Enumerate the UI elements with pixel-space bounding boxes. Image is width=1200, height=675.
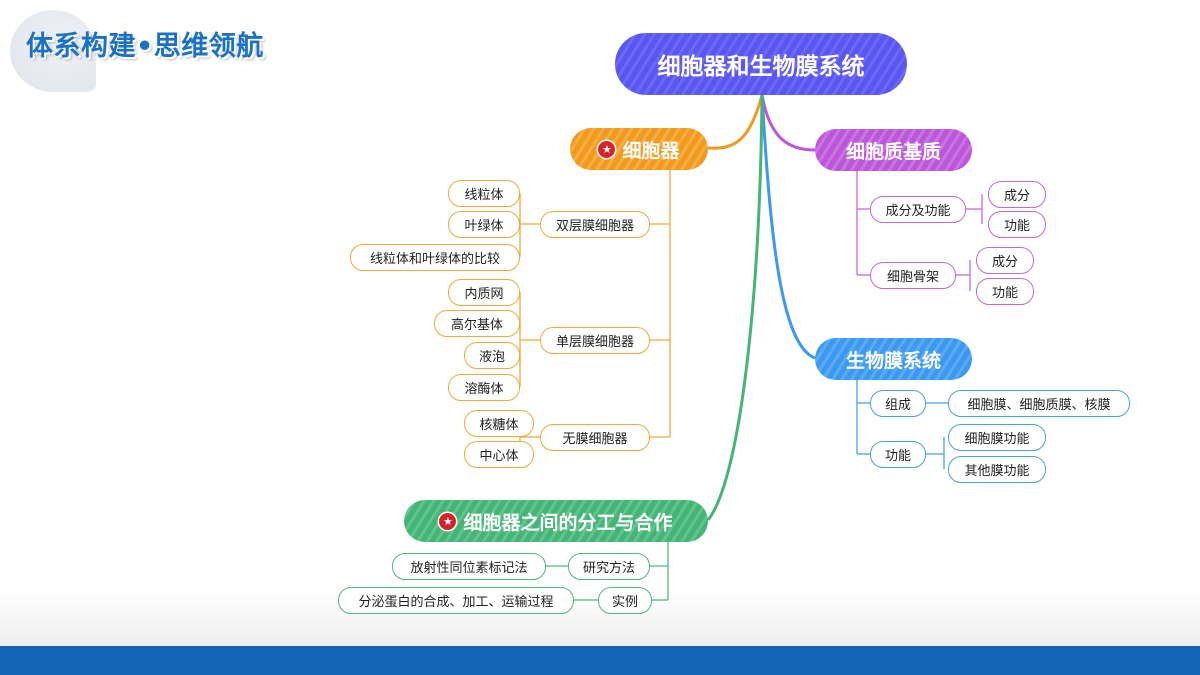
node-membrane-composition[interactable]: 组成 [870, 390, 926, 417]
node-double-membrane[interactable]: 双层膜细胞器 [540, 211, 650, 238]
leaf-isotope-labeling[interactable]: 放射性同位素标记法 [392, 553, 546, 580]
leaf-matrix-function[interactable]: 功能 [988, 211, 1046, 238]
leaf-mitochondria[interactable]: 线粒体 [448, 180, 520, 207]
leaf-skeleton-function[interactable]: 功能 [976, 278, 1034, 305]
node-cytoskeleton[interactable]: 细胞骨架 [870, 262, 956, 289]
star-badge-icon: ★ [598, 140, 616, 158]
leaf-vacuole[interactable]: 液泡 [464, 342, 520, 369]
root-node[interactable]: 细胞器和生物膜系统 [615, 33, 907, 95]
page-title: 体系构建•思维领航 [26, 31, 264, 62]
node-organelles[interactable]: ★ 细胞器 [570, 128, 708, 170]
corner-decoration [10, 10, 96, 92]
node-example[interactable]: 实例 [598, 587, 652, 614]
leaf-skeleton-composition[interactable]: 成分 [976, 247, 1034, 274]
leaf-centrosome[interactable]: 中心体 [464, 441, 534, 468]
leaf-cell-membrane-function[interactable]: 细胞膜功能 [948, 424, 1046, 451]
leaf-chloroplast[interactable]: 叶绿体 [448, 211, 520, 238]
node-no-membrane[interactable]: 无膜细胞器 [540, 424, 650, 451]
leaf-secretory-protein[interactable]: 分泌蛋白的合成、加工、运输过程 [338, 587, 574, 614]
node-single-membrane[interactable]: 单层膜细胞器 [540, 327, 650, 354]
leaf-ribosome[interactable]: 核糖体 [464, 410, 534, 437]
leaf-membrane-types[interactable]: 细胞膜、细胞质膜、核膜 [948, 390, 1130, 417]
leaf-matrix-composition[interactable]: 成分 [988, 181, 1046, 208]
node-research-method[interactable]: 研究方法 [568, 553, 650, 580]
star-badge-icon: ★ [439, 512, 457, 530]
leaf-mito-chloro-compare[interactable]: 线粒体和叶绿体的比较 [350, 244, 520, 271]
leaf-golgi[interactable]: 高尔基体 [434, 310, 520, 337]
node-membrane-function[interactable]: 功能 [870, 441, 926, 468]
node-biomembrane-system[interactable]: 生物膜系统 [815, 338, 972, 380]
node-composition-function[interactable]: 成分及功能 [870, 196, 966, 223]
node-organelle-cooperation-label: 细胞器之间的分工与合作 [463, 511, 673, 534]
node-cytoplasmic-matrix[interactable]: 细胞质基质 [815, 129, 972, 171]
node-organelles-label: 细胞器 [622, 139, 680, 162]
bottom-bar [0, 646, 1200, 675]
leaf-er[interactable]: 内质网 [448, 279, 520, 306]
node-organelle-cooperation[interactable]: ★ 细胞器之间的分工与合作 [404, 500, 708, 542]
leaf-other-membrane-function[interactable]: 其他膜功能 [948, 456, 1046, 483]
leaf-lysosome[interactable]: 溶酶体 [448, 374, 520, 401]
